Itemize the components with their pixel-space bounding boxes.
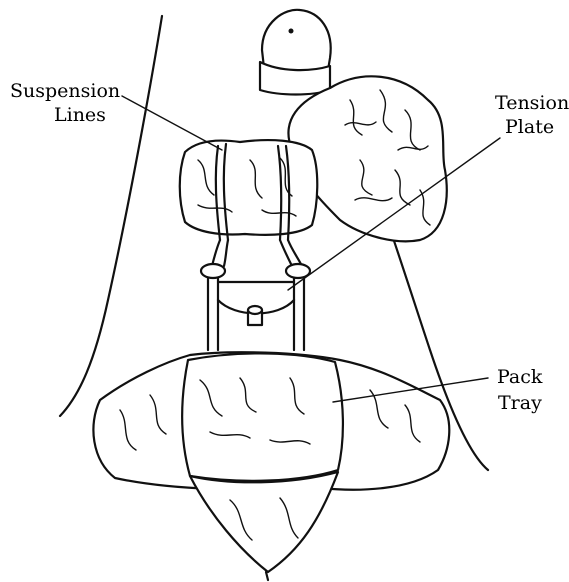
tension-plate-label-line2: Plate	[505, 116, 554, 138]
suspension-lines-label-line2: Lines	[54, 104, 106, 126]
tension-plate	[201, 264, 310, 350]
suspension-lines-label-line1: Suspension	[10, 80, 120, 102]
pack-tray	[93, 352, 449, 580]
tension-plate-label-line1: Tension	[495, 92, 569, 114]
canopy-bundle	[180, 140, 318, 235]
pack-tray-label-line1: Pack	[497, 366, 543, 388]
suspension-lines-leader	[122, 96, 222, 150]
pack-tray-label-line2: Tray	[498, 392, 542, 414]
